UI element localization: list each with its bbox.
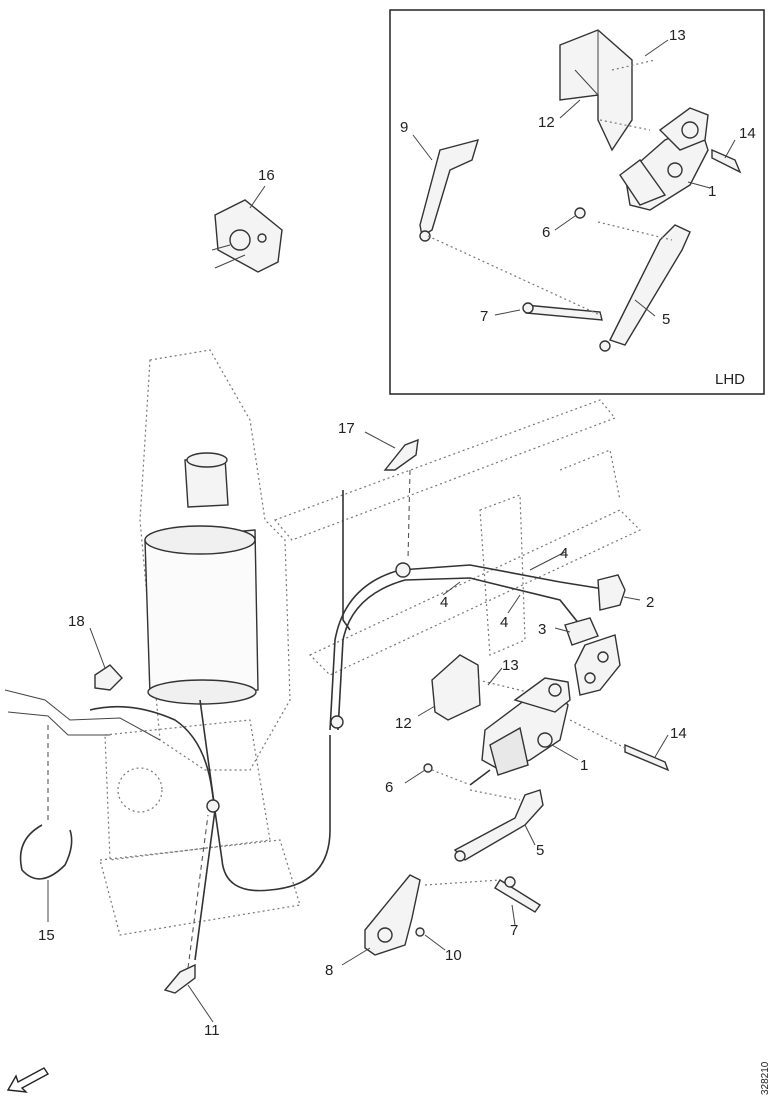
bracket-12 bbox=[431, 654, 481, 721]
lower-rail bbox=[308, 509, 642, 676]
inset-callout-5: 5 bbox=[662, 311, 670, 328]
callout-16: 16 bbox=[258, 167, 275, 184]
clip-18 bbox=[94, 664, 123, 691]
inset-arm bbox=[419, 139, 480, 238]
axle-bracket bbox=[139, 349, 291, 771]
callout-17: 17 bbox=[338, 420, 355, 437]
inset-callout-14: 14 bbox=[739, 125, 756, 142]
air-pipe-c bbox=[89, 705, 331, 892]
air-bellows bbox=[144, 529, 259, 696]
callout-8: 8 bbox=[325, 962, 333, 979]
arrow-icon bbox=[6, 1067, 50, 1093]
nut-6 bbox=[423, 763, 433, 773]
rod-7 bbox=[494, 879, 542, 913]
inset-callout-7: 7 bbox=[480, 308, 488, 325]
link-5 bbox=[453, 789, 544, 861]
callout-5: 5 bbox=[536, 842, 544, 859]
inset-bracket bbox=[559, 29, 633, 152]
ring-15 bbox=[19, 824, 73, 880]
connector-block bbox=[574, 634, 621, 696]
bracket-8 bbox=[364, 874, 421, 956]
callout-3: 3 bbox=[538, 621, 546, 638]
callout-6: 6 bbox=[385, 779, 393, 796]
main-assembly: 16 17 18 4 4 4 2 3 13 12 14 1 6 5 7 10 8… bbox=[4, 167, 687, 1039]
callout-18: 18 bbox=[68, 613, 85, 630]
clip-11 bbox=[163, 963, 196, 994]
figure-reference: 328210 bbox=[760, 1061, 771, 1095]
chassis-left bbox=[4, 689, 161, 741]
bolt-14 bbox=[624, 743, 670, 772]
callout-4a: 4 bbox=[560, 545, 568, 562]
connector-2 bbox=[597, 574, 626, 611]
inset-callout-13: 13 bbox=[669, 27, 686, 44]
callout-12: 12 bbox=[395, 715, 412, 732]
pipe-clip-middle bbox=[330, 715, 344, 729]
callout-13: 13 bbox=[502, 657, 519, 674]
inset-region-label: LHD bbox=[715, 371, 745, 388]
inset-callout-1: 1 bbox=[708, 183, 716, 200]
pipe-clip-upper bbox=[395, 562, 411, 578]
connector-3 bbox=[564, 617, 599, 646]
inset-link bbox=[609, 224, 691, 346]
callout-7: 7 bbox=[510, 922, 518, 939]
callout-2: 2 bbox=[646, 594, 654, 611]
washer-10 bbox=[415, 927, 425, 937]
clip-17 bbox=[383, 438, 419, 471]
air-pipe-a bbox=[329, 564, 611, 731]
inset-callout-9: 9 bbox=[400, 119, 408, 136]
inset-callout-6: 6 bbox=[542, 224, 550, 241]
callout-14: 14 bbox=[670, 725, 687, 742]
callout-10: 10 bbox=[445, 947, 462, 964]
callout-15: 15 bbox=[38, 927, 55, 944]
upper-rail bbox=[273, 399, 617, 541]
callout-1: 1 bbox=[580, 757, 588, 774]
callout-4b: 4 bbox=[440, 594, 448, 611]
lhd-inset: 13 12 9 14 1 6 7 5 LHD bbox=[389, 9, 765, 395]
inset-bolt bbox=[711, 148, 742, 174]
callout-11: 11 bbox=[204, 1022, 220, 1039]
callout-4c: 4 bbox=[500, 614, 508, 631]
air-pipe-b bbox=[337, 577, 581, 731]
inset-callout-12: 12 bbox=[538, 114, 555, 131]
pipe-clip-lower bbox=[206, 799, 220, 813]
